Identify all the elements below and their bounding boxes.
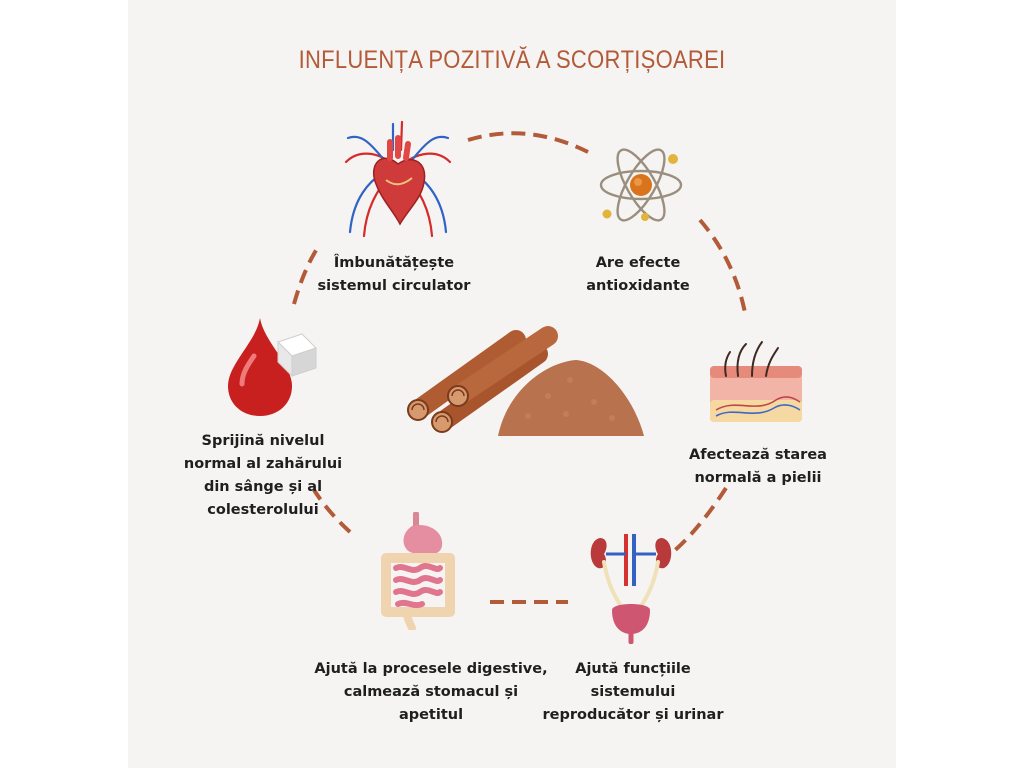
benefit-label-skin: Afectează starea normală a pielii <box>689 447 827 486</box>
heart-circulatory-icon <box>344 120 452 238</box>
cinnamon-sticks-powder-icon <box>407 326 644 436</box>
digestive-system-icon <box>381 512 455 630</box>
page-title: INFLUENȚA POZITIVĂ A SCORȚIȘOAREI <box>298 46 726 74</box>
infographic-panel: INFLUENȚA POZITIVĂ A SCORȚIȘOAREI <box>128 0 896 768</box>
ring-segment-upper-right <box>698 218 748 319</box>
benefit-label-antioxidant: Are efecte antioxidante <box>586 255 690 294</box>
benefit-label-digestive: Ajută la procesele digestive, calmează s… <box>314 661 548 723</box>
benefit-label-urinary: Ajută funcțiile sistemului reproducător … <box>542 661 724 723</box>
atom-icon <box>599 148 683 222</box>
kidneys-bladder-icon <box>590 534 672 644</box>
blood-drop-sugar-icon <box>228 318 317 416</box>
ring-segment-lower-left <box>312 488 352 534</box>
dashed-ring <box>292 131 748 604</box>
ring-segment-top <box>467 131 589 154</box>
benefit-label-blood-sugar: Sprijină nivelul normal al zahărului din… <box>183 433 343 518</box>
skin-layers-icon <box>710 341 802 422</box>
benefit-label-circulatory: Îmbunătățește sistemul circulator <box>317 255 471 294</box>
ring-segment-lower-right <box>666 486 728 558</box>
ring-segment-upper-left <box>292 242 322 305</box>
